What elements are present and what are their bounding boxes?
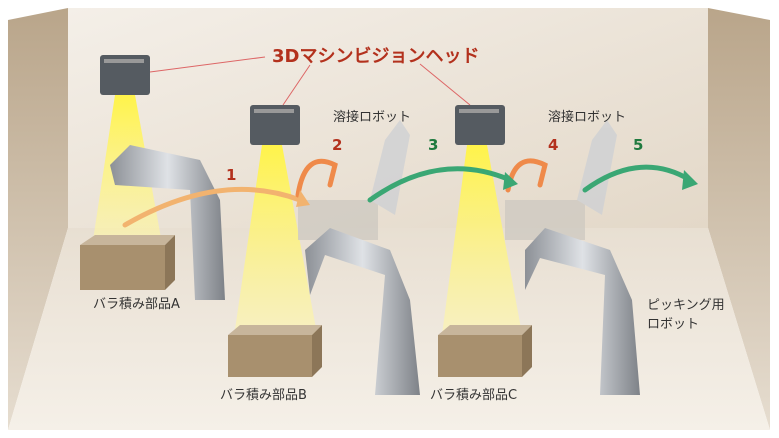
right-wall — [708, 8, 770, 430]
parts-bin-c — [438, 325, 532, 377]
arrowhead — [296, 190, 310, 207]
picking-robot-label: ピッキング用 — [647, 298, 725, 313]
arrow-1 — [122, 186, 303, 228]
step-5: 5 — [633, 136, 644, 154]
flow-arrows — [122, 158, 693, 228]
bin-label-b: バラ積み部品B — [220, 388, 307, 403]
parts-bin-a — [80, 235, 175, 290]
welding-robot-label: 溶接ロボット — [333, 110, 412, 125]
camera-icon — [455, 105, 505, 145]
step-2: 2 — [332, 136, 343, 154]
arrowhead — [503, 172, 518, 190]
picking-robot — [110, 145, 640, 395]
parts-bin-b — [228, 325, 322, 377]
light-cone-b — [232, 145, 320, 350]
bin-label-a: バラ積み部品A — [93, 297, 180, 312]
camera-icon — [250, 105, 300, 145]
step-3: 3 — [428, 136, 439, 154]
arrow-5 — [582, 164, 693, 193]
arrow-2 — [295, 158, 338, 198]
arrow-3 — [367, 166, 513, 203]
camera-icon — [100, 55, 150, 95]
bin-label-c: バラ積み部品C — [430, 388, 518, 403]
vision-head-title: 3Dマシンビジョンヘッド — [272, 46, 480, 67]
picking-robot-label: ロボット — [647, 317, 700, 332]
welding-robot-label: 溶接ロボット — [548, 110, 627, 125]
arrowhead — [682, 170, 698, 190]
light-cone-c — [440, 145, 525, 350]
leader-lines — [149, 56, 471, 106]
left-wall — [8, 8, 68, 430]
step-4: 4 — [548, 136, 559, 154]
step-1: 1 — [226, 166, 237, 184]
